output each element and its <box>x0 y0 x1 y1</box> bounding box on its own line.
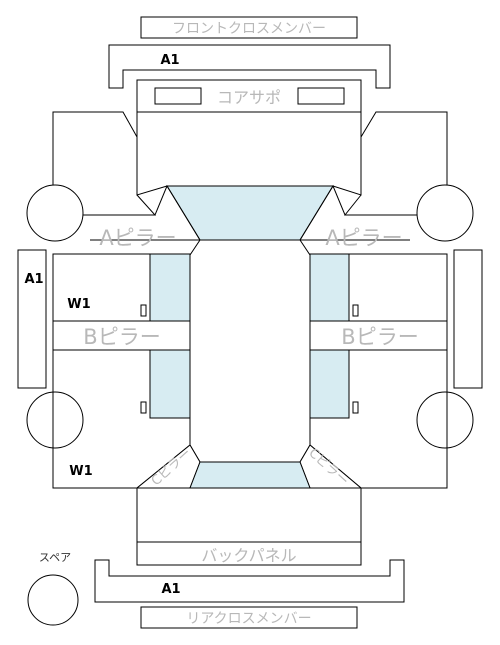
rear-cross-member-label: リアクロスメンバー <box>186 611 311 627</box>
door-handle-left-rear <box>140 401 147 414</box>
trunk-lid <box>136 487 362 543</box>
mark-a1-side: A1 <box>24 272 43 287</box>
spare-label: スペア <box>39 551 71 564</box>
wheel-rear-left <box>26 391 84 449</box>
spare-tire <box>27 574 79 626</box>
hood <box>136 112 362 196</box>
b-pillar-left <box>52 320 191 351</box>
door-handle-left-front <box>140 304 147 317</box>
rear-cross-member-box <box>140 606 358 629</box>
a-pillar-left <box>90 184 201 241</box>
b-pillar-left-label: Bピラー <box>83 325 160 349</box>
a-pillar-left-label: Aピラー <box>99 226 176 250</box>
core-support-label: コアサポ <box>217 88 281 107</box>
side-skirt-left <box>17 249 47 389</box>
headlight-right <box>297 87 345 105</box>
mark-w1-upper: W1 <box>67 297 90 312</box>
wheel-rear-right <box>416 391 474 449</box>
front-bumper-bracket <box>108 44 391 89</box>
door-handle-right-rear <box>352 401 359 414</box>
b-pillar-right <box>309 320 448 351</box>
wheel-front-left <box>26 184 84 242</box>
b-pillar-right-label: Bピラー <box>341 325 418 349</box>
wheel-front-right <box>416 184 474 242</box>
front-cross-member-box <box>140 16 358 39</box>
back-panel-label: バックパネル <box>201 546 296 565</box>
side-window-left-front <box>149 253 191 322</box>
headlight-left <box>154 87 202 105</box>
a-pillar-right <box>299 184 410 241</box>
mark-w1-lower: W1 <box>69 464 92 479</box>
a-pillar-right-label: Aピラー <box>325 226 402 250</box>
side-window-right-front <box>309 253 350 322</box>
side-window-left-rear <box>149 349 191 419</box>
back-panel <box>136 541 362 566</box>
side-skirt-right <box>453 249 483 389</box>
front-cross-member-label: フロントクロスメンバー <box>172 21 326 37</box>
rear-bumper-bracket <box>94 559 405 603</box>
front-cross-member: フロントクロスメンバー <box>140 16 358 39</box>
rear-window <box>189 461 311 489</box>
mark-a1-front: A1 <box>160 53 179 68</box>
side-window-right-rear <box>309 349 350 419</box>
core-support: コアサポ <box>136 79 362 113</box>
windshield <box>166 185 334 241</box>
roof <box>189 239 311 463</box>
mark-a1-rear: A1 <box>161 582 180 597</box>
door-handle-right-front <box>352 304 359 317</box>
